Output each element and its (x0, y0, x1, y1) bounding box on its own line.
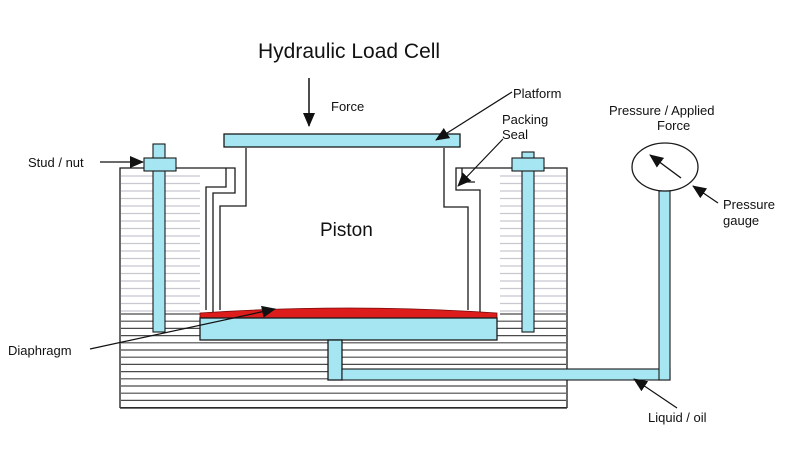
platform-arrow (435, 91, 513, 141)
pressure-gauge-label-line1: Pressure (723, 197, 775, 212)
pressure-gauge-arrow (692, 185, 719, 204)
pressure-applied-label-line1: Pressure / Applied (609, 103, 715, 118)
liquid-pipe-horizontal (341, 368, 671, 381)
pressure-applied-label-line2: Force (657, 118, 690, 133)
liquid-pipe-vertical (658, 190, 671, 381)
right-nut (511, 157, 545, 172)
platform (223, 133, 461, 148)
stud-nut-label: Stud / nut (28, 155, 84, 170)
right-stud (521, 151, 535, 333)
diagram-title: Hydraulic Load Cell (258, 40, 440, 63)
piston-outline (205, 148, 475, 310)
packing-seal-arrow (457, 138, 504, 187)
diaphragm-arrow (89, 305, 276, 350)
gauge-needle (649, 154, 682, 179)
force-label: Force (331, 99, 364, 114)
diaphragm-label: Diaphragm (8, 343, 72, 358)
piston-cavity (200, 175, 500, 315)
piston-label: Piston (320, 220, 373, 241)
packing-seal-label-line2: Seal (502, 127, 528, 142)
pipe-joint (660, 369, 669, 379)
liquid-oil-arrow (633, 378, 678, 409)
liquid-chamber (199, 317, 498, 341)
platform-label: Platform (513, 86, 561, 101)
housing-outline (119, 167, 568, 409)
packing-seal-label-line1: Packing (502, 112, 548, 127)
liquid-oil-label: Liquid / oil (648, 410, 707, 425)
left-nut (143, 157, 177, 172)
liquid-port (327, 339, 343, 381)
left-stud (152, 143, 166, 333)
pressure-gauge-label-line2: gauge (723, 213, 759, 228)
